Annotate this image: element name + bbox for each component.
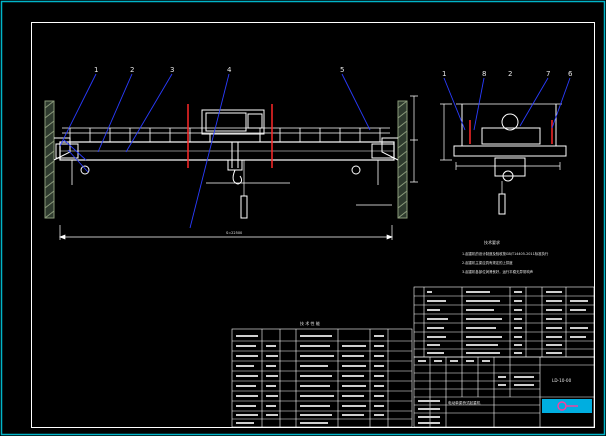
right-wall [397, 100, 408, 219]
end-view-balloon-labels: 1 8 2 7 6 [442, 70, 573, 78]
left-wall [44, 100, 55, 219]
right-bracket [381, 137, 399, 161]
note-line: 3.起重机各部位润滑良好，运行平稳无异常响声 [462, 269, 534, 274]
balloon-label: 4 [227, 66, 232, 74]
left-wheel [80, 165, 90, 175]
drawing-number: LD-10-00 [552, 378, 572, 383]
balloon-label: 2 [508, 70, 512, 78]
balloon-label: 5 [340, 66, 344, 74]
notes-title: 技术要求 [484, 239, 500, 245]
balloon-label: 8 [482, 70, 486, 78]
left-end-carriage [55, 143, 79, 159]
end-view-girder [453, 145, 567, 157]
side-view-balloon-labels: 1 2 3 4 5 [94, 66, 344, 74]
balloon-label: 3 [170, 66, 174, 74]
end-view [440, 103, 567, 215]
right-end-carriage [371, 143, 395, 159]
balloon-label: 2 [130, 66, 134, 74]
parts-list-fill-marks [427, 291, 588, 354]
end-view-pendant [498, 193, 506, 215]
balloon-label: 1 [442, 70, 446, 78]
technical-notes: 技术要求 1.起重机的设计制造及验收按GB/T14405-2011标准执行 2.… [462, 239, 549, 274]
title-block-name: 电动单梁桥式起重机 [448, 400, 481, 405]
spec-table [231, 328, 413, 428]
pendant-control [240, 160, 248, 219]
hook-assembly [227, 142, 243, 185]
height-dimension [410, 95, 418, 183]
side-view-leaders [59, 73, 371, 229]
end-view-leaders [443, 77, 571, 131]
title-block-fill-marks [418, 360, 534, 424]
title-block [413, 356, 595, 428]
right-wheel [351, 165, 361, 175]
balloon-label: 7 [546, 70, 550, 78]
balloon-label: 1 [94, 66, 98, 74]
balloon-label: 6 [568, 70, 573, 78]
note-line: 2.起重机主梁应具有规定的上拱度 [462, 260, 513, 265]
spec-table-fill-marks [236, 335, 384, 424]
drawing-frame [31, 22, 595, 428]
end-view-drum [501, 113, 519, 131]
span-dimension [59, 225, 393, 240]
note-line: 1.起重机的设计制造及验收按GB/T14405-2011标准执行 [462, 251, 549, 256]
spec-table-title: 技 术 性 能 [300, 320, 320, 326]
span-dimension-label: S=22500 [226, 231, 242, 235]
hoist-trolley [201, 109, 265, 143]
company-logo [542, 399, 592, 413]
